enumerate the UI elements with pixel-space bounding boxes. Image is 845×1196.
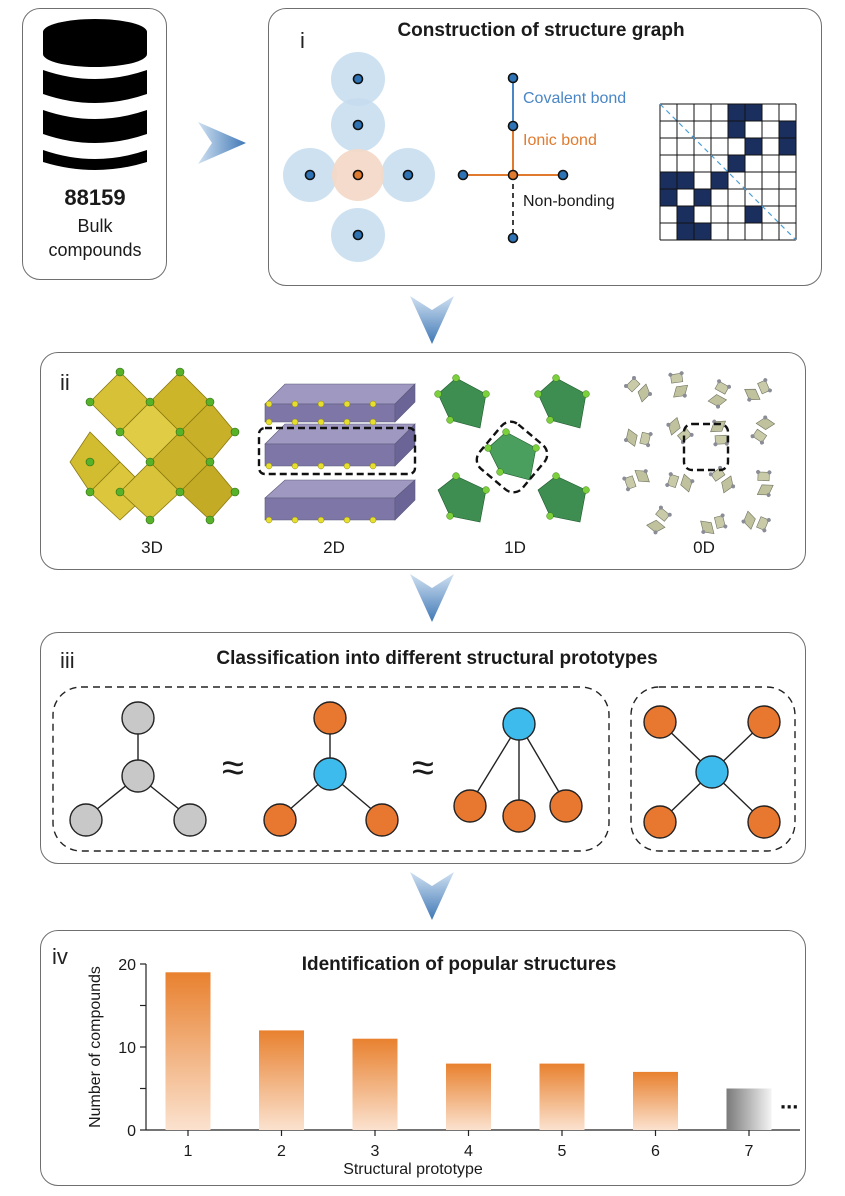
x-tick-label: 1 xyxy=(184,1143,193,1160)
bar-prototype-7 xyxy=(726,1088,772,1130)
molecule-cluster xyxy=(666,417,694,445)
approx-symbol-1: ≈ xyxy=(222,746,244,790)
matrix-cell-filled xyxy=(694,223,711,240)
bond-legend-diagram xyxy=(457,72,569,244)
structure-1d xyxy=(434,374,590,523)
adjacency-matrix xyxy=(659,103,797,241)
matrix-cell-filled xyxy=(660,172,677,189)
molecule-cluster xyxy=(668,371,689,398)
matrix-cell-filled xyxy=(779,138,796,155)
molecule-cluster xyxy=(624,428,653,448)
matrix-cell-filled xyxy=(728,155,745,172)
molecule-cluster xyxy=(756,469,774,497)
flow-arrow-down-2 xyxy=(410,574,454,622)
panel-i-title: Construction of structure graph xyxy=(397,20,685,41)
panel-prototype-classification xyxy=(40,632,806,864)
molecule-cluster xyxy=(700,513,728,535)
compound-label-line2: compounds xyxy=(48,240,142,260)
matrix-cell-filled xyxy=(711,172,728,189)
molecule-cluster xyxy=(741,510,771,533)
matrix-cell-filled xyxy=(677,223,694,240)
bar-prototype-6 xyxy=(633,1071,678,1130)
matrix-cell-filled xyxy=(694,189,711,206)
compound-label-line1: Bulk xyxy=(77,216,113,236)
x-tick-label: 6 xyxy=(651,1143,660,1160)
atom-cluster-diagram xyxy=(283,52,435,262)
molecule-cluster xyxy=(708,465,736,494)
molecule-cluster xyxy=(665,472,695,493)
y-tick-label: 10 xyxy=(118,1040,136,1057)
molecule-cluster xyxy=(707,379,731,409)
matrix-cell-filled xyxy=(677,206,694,223)
molecule-cluster xyxy=(744,378,772,402)
prototype-group-distinct xyxy=(630,686,796,852)
x-tick-label: 5 xyxy=(558,1143,567,1160)
molecule-cluster xyxy=(710,419,729,447)
flow-arrow-down-1 xyxy=(410,296,454,344)
flow-arrow-down-3 xyxy=(410,872,454,920)
bar-prototype-1 xyxy=(165,972,211,1130)
legend-nonbonding: Non-bonding xyxy=(523,193,615,210)
x-tick-label: 4 xyxy=(464,1143,473,1160)
matrix-cell-filled xyxy=(779,121,796,138)
x-tick-label: 3 xyxy=(371,1143,380,1160)
chart-title: Identification of popular structures xyxy=(301,954,617,975)
legend-ionic: Ionic bond xyxy=(523,132,597,149)
dim-label-0d: 0D xyxy=(693,538,715,557)
panel-iii-title: Classification into different structural… xyxy=(216,648,658,669)
continuation-ellipsis: ... xyxy=(780,1089,798,1114)
bar-prototype-5 xyxy=(539,1063,585,1130)
matrix-cell-filled xyxy=(728,104,745,121)
molecule-cluster xyxy=(646,505,672,535)
matrix-cell-filled xyxy=(660,189,677,206)
x-axis-label: Structural prototype xyxy=(343,1161,483,1178)
prototype-group-equivalent xyxy=(52,686,610,852)
matrix-cell-filled xyxy=(677,172,694,189)
approx-symbol-2: ≈ xyxy=(412,746,434,790)
panel-iv-label: iv xyxy=(52,944,68,969)
molecule-cluster xyxy=(624,376,652,403)
molecule-cluster xyxy=(750,415,776,445)
dim-label-1d: 1D xyxy=(504,538,526,557)
matrix-cell-filled xyxy=(745,206,762,223)
y-tick-label: 20 xyxy=(118,957,136,974)
compound-count: 88159 xyxy=(64,185,126,210)
panel-i-label: i xyxy=(300,28,305,53)
dim-label-2d: 2D xyxy=(323,538,345,557)
panel-iii-label: iii xyxy=(60,648,75,673)
structure-3d xyxy=(69,367,240,525)
database-icon xyxy=(43,19,147,170)
bar-prototype-2 xyxy=(259,1030,304,1130)
panel-ii-label: ii xyxy=(60,370,70,395)
x-tick-label: 2 xyxy=(277,1143,286,1160)
bar-prototype-4 xyxy=(446,1063,491,1130)
matrix-cell-filled xyxy=(745,104,762,121)
bar-chart: 0 10 20 1 2 3 4 5 6 7... Structural prototype Numbe… xyxy=(87,957,800,1178)
flow-arrow-right xyxy=(198,122,246,164)
legend-covalent: Covalent bond xyxy=(523,90,627,107)
matrix-cell-filled xyxy=(728,121,745,138)
matrix-cell-filled xyxy=(745,138,762,155)
molecule-cluster xyxy=(622,469,650,492)
structure-2d xyxy=(257,383,417,524)
bar-prototype-3 xyxy=(352,1038,398,1130)
x-tick-label: 7 xyxy=(745,1143,754,1160)
unit-highlight xyxy=(682,422,730,472)
structure-0d xyxy=(622,371,776,535)
dim-label-3d: 3D xyxy=(141,538,163,557)
y-tick-label: 0 xyxy=(127,1123,136,1140)
y-axis-label: Number of compounds xyxy=(87,966,104,1128)
